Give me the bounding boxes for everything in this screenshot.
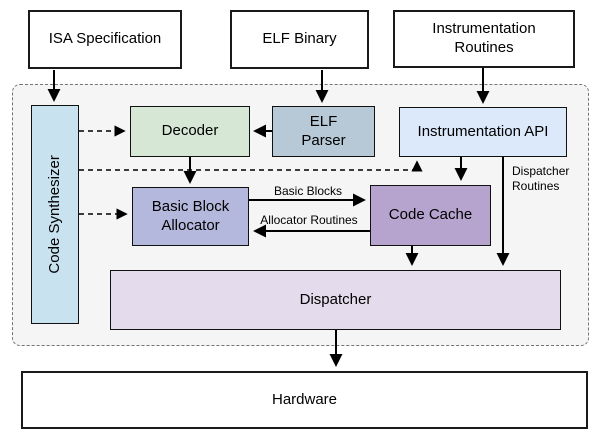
node-basic-block-allocator-label: Basic Block Allocator [151,197,230,234]
node-decoder-label: Decoder [161,122,219,140]
node-elf-binary: ELF Binary [230,10,369,69]
node-instrumentation-api: Instrumentation API [399,107,567,157]
node-code-cache-label: Code Cache [388,206,473,224]
edge-label-basic-blocks: Basic Blocks [273,184,343,198]
node-elf-parser-label: ELF Parser [301,112,346,149]
node-instrumentation-routines-label: Instrumentation Routines [432,20,536,56]
node-instrumentation-routines: Instrumentation Routines [393,10,575,68]
node-elf-parser: ELF Parser [272,106,375,157]
node-hardware-label: Hardware [271,390,338,408]
edge-label-allocator-routines: Allocator Routines [260,213,358,227]
node-elf-binary-label: ELF Binary [262,30,337,48]
node-code-synthesizer-label: Code Synthesizer [45,155,63,274]
node-dispatcher: Dispatcher [110,270,561,330]
node-hardware: Hardware [21,371,588,429]
node-instrumentation-api-label: Instrumentation API [417,122,549,140]
node-code-cache: Code Cache [370,185,491,246]
node-isa-specification: ISA Specification [28,10,182,69]
node-basic-block-allocator: Basic Block Allocator [132,187,249,246]
node-isa-specification-label: ISA Specification [48,30,162,48]
node-dispatcher-label: Dispatcher [299,290,372,308]
node-code-synthesizer: Code Synthesizer [31,105,79,324]
node-decoder: Decoder [130,106,250,157]
edge-label-dispatcher-routines: Dispatcher Routines [512,164,570,193]
